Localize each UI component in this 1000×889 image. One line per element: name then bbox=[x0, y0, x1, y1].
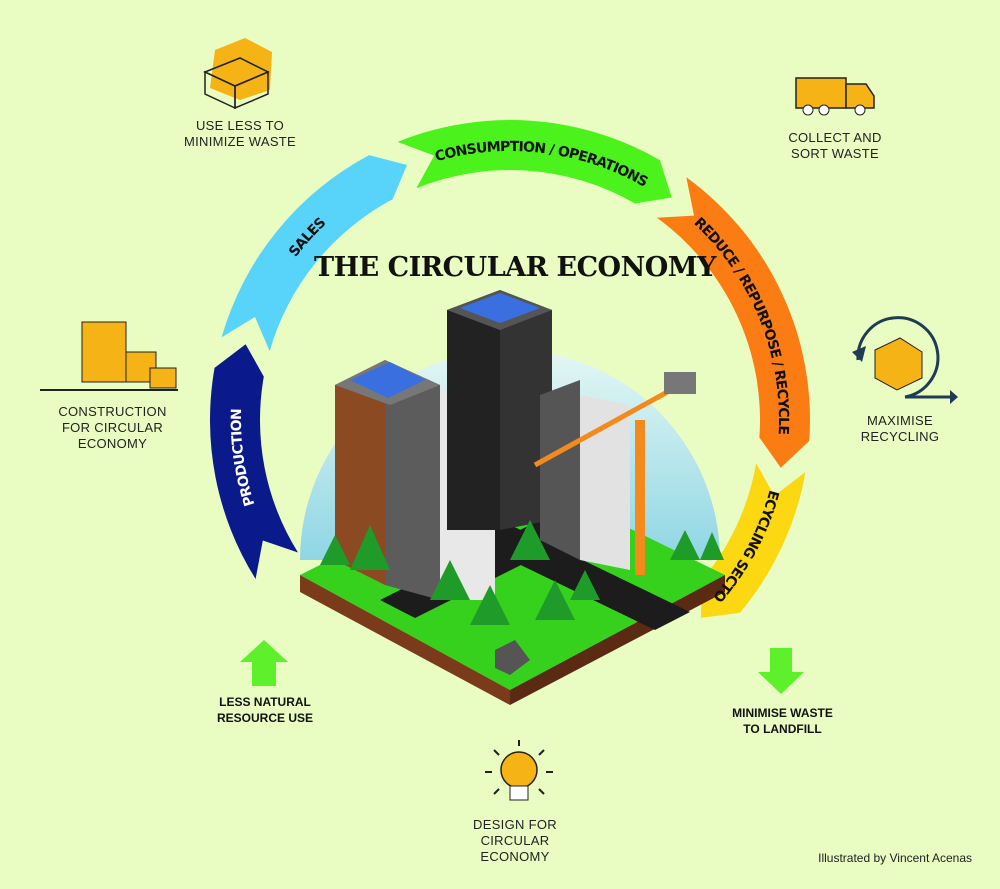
cycle-arrow-recycling-sector bbox=[701, 463, 806, 618]
city-illustration bbox=[300, 290, 725, 705]
label-line: RECYCLING bbox=[860, 429, 940, 444]
label-line: CONSTRUCTION bbox=[58, 404, 167, 419]
arrow-down-icon bbox=[758, 648, 804, 694]
label-line: ECONOMY bbox=[77, 436, 148, 451]
label-line: RESOURCE USE bbox=[216, 711, 314, 725]
cycle-arrow-reduce-repurpose-recycle bbox=[656, 177, 811, 468]
maximise-label: MAXIMISE RECYCLING bbox=[830, 413, 970, 445]
cycle-ring bbox=[209, 120, 811, 618]
box-icon bbox=[203, 38, 272, 110]
label-line: DESIGN FOR bbox=[473, 817, 557, 832]
cement-plant-icon bbox=[40, 321, 178, 391]
label-line: COLLECT AND bbox=[788, 130, 882, 145]
illustrator-credit: Illustrated by Vincent Acenas bbox=[818, 851, 972, 865]
label-line: MAXIMISE bbox=[867, 413, 933, 428]
lightbulb-icon bbox=[485, 740, 553, 801]
minimise-label: MINIMISE WASTE TO LANDFILL bbox=[715, 705, 850, 737]
label-line: MINIMISE WASTE bbox=[732, 706, 833, 720]
label-line: FOR CIRCULAR bbox=[61, 420, 164, 435]
less-natural-label: LESS NATURAL RESOURCE USE bbox=[200, 694, 330, 726]
use-less-label: USE LESS TO MINIMIZE WASTE bbox=[170, 118, 310, 150]
label-line: TO LANDFILL bbox=[743, 722, 822, 736]
label-line: ECONOMY bbox=[480, 849, 550, 864]
cycle-arrow-sales bbox=[221, 155, 407, 352]
garbage-truck-icon bbox=[795, 77, 875, 116]
construction-label: CONSTRUCTION FOR CIRCULAR ECONOMY bbox=[40, 404, 185, 452]
design-label: DESIGN FOR CIRCULAR ECONOMY bbox=[450, 817, 580, 865]
cycle-arrow-consumption-operations bbox=[397, 120, 672, 204]
cycle-arrow-production bbox=[209, 344, 298, 579]
label-line: MINIMIZE WASTE bbox=[183, 134, 297, 149]
label-line: USE LESS TO bbox=[195, 118, 285, 133]
page-title: THE CIRCULAR ECONOMY bbox=[314, 252, 716, 283]
arrow-up-icon bbox=[240, 640, 288, 686]
recycle-box-icon bbox=[852, 316, 958, 404]
label-line: CIRCULAR bbox=[480, 833, 550, 848]
collect-label: COLLECT AND SORT WASTE bbox=[770, 130, 900, 162]
label-line: LESS NATURAL bbox=[219, 695, 311, 709]
label-line: SORT WASTE bbox=[791, 146, 879, 161]
